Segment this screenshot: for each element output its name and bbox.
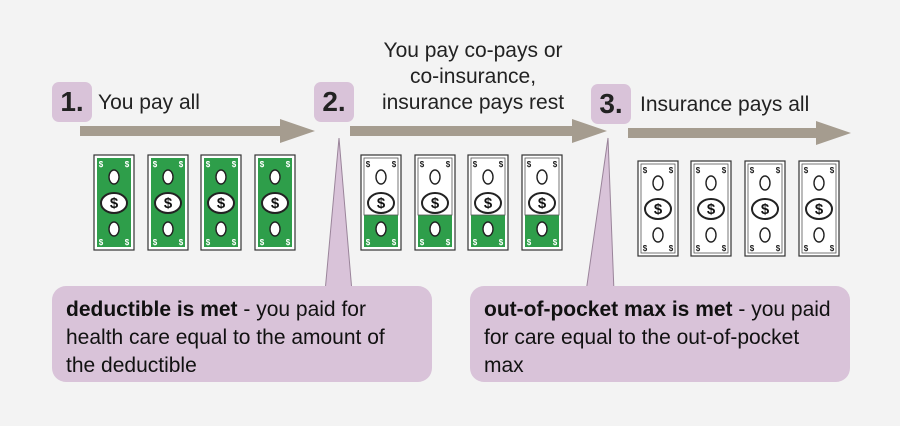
bill-corner-symbol: $ [125, 160, 130, 169]
callout-1-pointer [324, 137, 353, 293]
step-2-label: You pay co-pays or co-insurance, insuran… [362, 38, 584, 116]
bill-corner-symbol: $ [99, 160, 104, 169]
dollar-bill-icon: $ $ $ $ $ [690, 160, 732, 257]
bill-corner-symbol: $ [366, 238, 371, 247]
callout-deductible: deductible is met - you paid for health … [52, 286, 432, 382]
bill-corner-symbol: $ [722, 244, 727, 253]
bill-dollar-sign: $ [707, 201, 716, 218]
bill-corner-symbol: $ [750, 244, 755, 253]
bill-dollar-sign: $ [110, 195, 119, 212]
bill-corner-symbol: $ [669, 166, 674, 175]
bill-corner-symbol: $ [722, 166, 727, 175]
bill-dollar-sign: $ [761, 201, 770, 218]
bill-dollar-sign: $ [431, 195, 440, 212]
dollar-bill-icon: $ $ $ $ $ [637, 160, 679, 257]
bill-corner-symbol: $ [446, 238, 451, 247]
callout-deductible-bold: deductible is met [66, 298, 238, 321]
bill-corner-symbol: $ [179, 238, 184, 247]
step-1-label: You pay all [98, 91, 200, 114]
bill-corner-symbol: $ [643, 166, 648, 175]
bill-corner-symbol: $ [499, 160, 504, 169]
bill-corner-symbol: $ [527, 160, 532, 169]
bill-corner-symbol: $ [643, 244, 648, 253]
bill-dollar-sign: $ [484, 195, 493, 212]
bill-corner-symbol: $ [420, 160, 425, 169]
callout-2-pointer [585, 137, 615, 293]
bill-corner-symbol: $ [553, 238, 558, 247]
step-2-badge: 2. [314, 82, 354, 122]
step-1-badge: 1. [52, 82, 92, 122]
step-2-label-line-3: insurance pays rest [381, 91, 565, 114]
step-2-number: 2. [322, 86, 346, 117]
step-3-badge: 3. [591, 84, 631, 124]
bill-corner-symbol: $ [286, 160, 291, 169]
bill-corner-symbol: $ [446, 160, 451, 169]
bill-corner-symbol: $ [260, 238, 265, 247]
bill-corner-symbol: $ [696, 244, 701, 253]
dollar-bill-icon: $ $ $ $ $ [360, 154, 402, 251]
callout-out-of-pocket-bold: out-of-pocket max is met [484, 298, 733, 321]
bill-corner-symbol: $ [392, 160, 397, 169]
bill-corner-symbol: $ [473, 160, 478, 169]
bill-corner-symbol: $ [669, 244, 674, 253]
bill-corner-symbol: $ [420, 238, 425, 247]
dollar-bill-icon: $ $ $ $ $ [521, 154, 563, 251]
bill-corner-symbol: $ [776, 166, 781, 175]
bill-corner-symbol: $ [776, 244, 781, 253]
bill-corner-symbol: $ [804, 244, 809, 253]
bills-layer: $$$$$$$$$$$$$$$$$$$$$$$$$$$$$$$$$$$$$$$$… [93, 154, 840, 257]
bill-corner-symbol: $ [153, 238, 158, 247]
callout-out-of-pocket: out-of-pocket max is met - you paid for … [470, 286, 850, 382]
bill-corner-symbol: $ [179, 160, 184, 169]
bill-dollar-sign: $ [377, 195, 386, 212]
step-1-number: 1. [60, 86, 84, 117]
dollar-bill-icon: $ $ $ $ $ [93, 154, 135, 251]
bill-dollar-sign: $ [217, 195, 226, 212]
bill-corner-symbol: $ [499, 238, 504, 247]
bill-corner-symbol: $ [232, 238, 237, 247]
arrow-3 [628, 121, 851, 145]
bill-corner-symbol: $ [473, 238, 478, 247]
step-2-label-line-2: co-insurance, [409, 65, 537, 88]
dollar-bill-icon: $ $ $ $ $ [414, 154, 456, 251]
bill-corner-symbol: $ [830, 166, 835, 175]
bill-corner-symbol: $ [260, 160, 265, 169]
bill-corner-symbol: $ [99, 238, 104, 247]
arrow-1 [80, 119, 315, 143]
bill-dollar-sign: $ [538, 195, 547, 212]
dollar-bill-icon: $ $ $ $ $ [744, 160, 786, 257]
callout-out-of-pocket-text: - you paid for care equal to the out-of-… [484, 298, 831, 377]
dollar-bill-icon: $ $ $ $ $ [147, 154, 189, 251]
bill-corner-symbol: $ [527, 238, 532, 247]
dollar-bill-icon: $ $ $ $ $ [467, 154, 509, 251]
bill-dollar-sign: $ [654, 201, 663, 218]
arrow-2 [350, 119, 607, 143]
bill-corner-symbol: $ [750, 166, 755, 175]
bill-corner-symbol: $ [153, 160, 158, 169]
bill-dollar-sign: $ [271, 195, 280, 212]
dollar-bill-icon: $ $ $ $ $ [254, 154, 296, 251]
callout-deductible-text: - you paid for health care equal to the … [66, 298, 385, 377]
bill-corner-symbol: $ [206, 160, 211, 169]
bill-corner-symbol: $ [286, 238, 291, 247]
step-3-number: 3. [599, 88, 623, 119]
bill-corner-symbol: $ [830, 244, 835, 253]
step-2-label-line-1: You pay co-pays or [383, 39, 563, 62]
dollar-bill-icon: $ $ $ $ $ [798, 160, 840, 257]
bill-corner-symbol: $ [125, 238, 130, 247]
bill-corner-symbol: $ [804, 166, 809, 175]
bill-corner-symbol: $ [206, 238, 211, 247]
dollar-bill-icon: $ $ $ $ $ [200, 154, 242, 251]
bill-corner-symbol: $ [696, 166, 701, 175]
bill-corner-symbol: $ [553, 160, 558, 169]
bill-corner-symbol: $ [366, 160, 371, 169]
bill-corner-symbol: $ [392, 238, 397, 247]
bill-corner-symbol: $ [232, 160, 237, 169]
step-3-label: Insurance pays all [640, 93, 810, 116]
bill-dollar-sign: $ [164, 195, 173, 212]
bill-dollar-sign: $ [815, 201, 824, 218]
